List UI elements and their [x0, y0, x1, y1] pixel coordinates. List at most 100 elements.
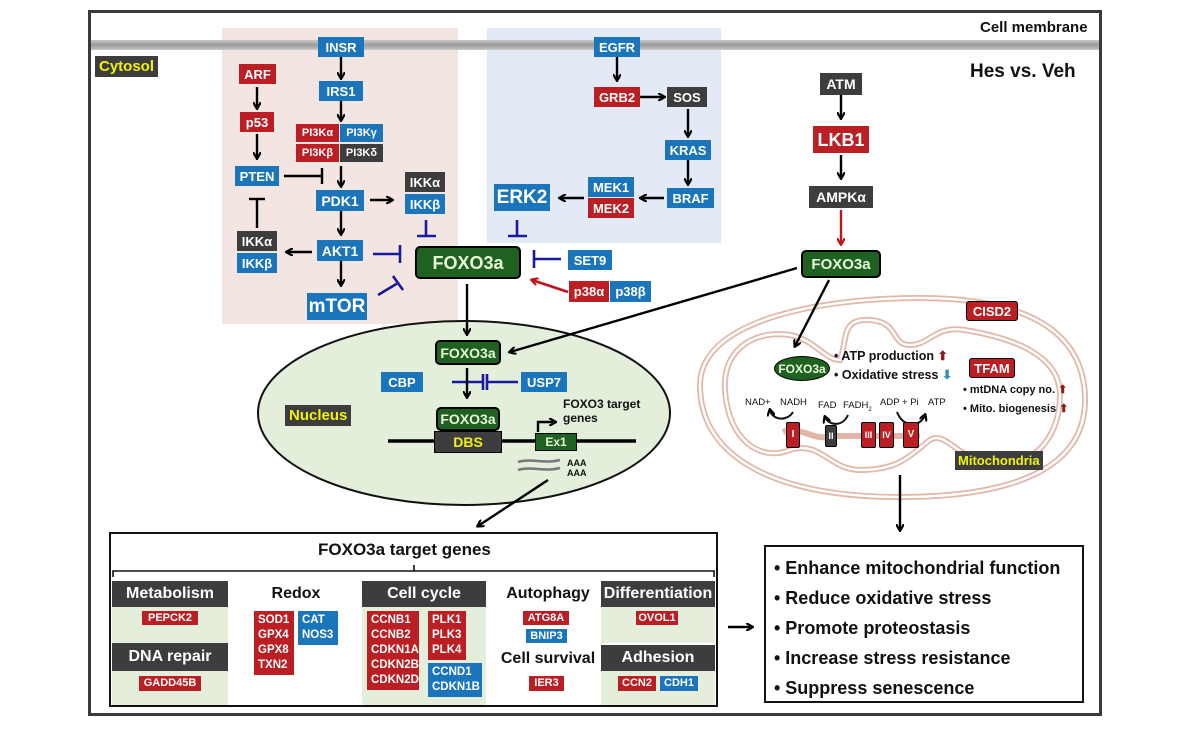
outcome-item: • Promote proteostasis	[774, 618, 971, 638]
up-arrow-icon: ⬆	[1058, 384, 1068, 396]
complex-i[interactable]: I	[786, 422, 800, 448]
node-cisd2[interactable]: CISD2	[966, 301, 1018, 321]
gene-ccn2[interactable]: CCN2	[618, 676, 656, 691]
node-pi3k-alpha[interactable]: PI3Kα	[296, 124, 339, 142]
complex-iii[interactable]: III	[861, 422, 876, 448]
node-braf[interactable]: BRAF	[667, 188, 714, 208]
gene-gadd45b[interactable]: GADD45B	[139, 676, 201, 691]
complex-v[interactable]: V	[903, 422, 919, 448]
gene-cdkn2b[interactable]: CDKN2B	[371, 659, 419, 671]
gene-cat[interactable]: CAT	[302, 614, 325, 626]
gene-gpx8[interactable]: GPX8	[258, 644, 289, 656]
fadh2-text: FADH	[843, 400, 869, 411]
atp-production-label: • ATP production	[834, 349, 934, 363]
comparison-label: Hes vs. Veh	[970, 61, 1076, 82]
oxidative-stress-label: • Oxidative stress	[834, 368, 939, 382]
node-ikk-alpha-left[interactable]: IKKα	[237, 231, 277, 251]
gene-cdkn1a[interactable]: CDKN1A	[371, 644, 419, 656]
node-pi3k-gamma[interactable]: PI3Kγ	[340, 124, 383, 142]
gene-cdkn1b[interactable]: CDKN1B	[432, 681, 480, 693]
node-foxo3a-cytosol[interactable]: FOXO3a	[415, 246, 521, 279]
gene-sod1[interactable]: SOD1	[258, 614, 290, 626]
node-foxo3a-nuclear[interactable]: FOXO3a	[435, 340, 501, 365]
outcome-item: • Increase stress resistance	[774, 648, 1011, 668]
node-irs1[interactable]: IRS1	[319, 81, 363, 101]
node-ikk-beta-right[interactable]: IKKβ	[405, 194, 445, 214]
node-p38-alpha[interactable]: p38α	[569, 281, 609, 302]
gene-pepck2[interactable]: PEPCK2	[142, 611, 198, 625]
node-usp7[interactable]: USP7	[521, 372, 567, 392]
node-ampk-alpha[interactable]: AMPKα	[809, 186, 873, 208]
outcomes-box: • Enhance mitochondrial function • Reduc…	[764, 545, 1084, 703]
arrow-ampk-foxo3a-nucleus	[510, 266, 798, 352]
gene-ier3[interactable]: IER3	[529, 676, 564, 691]
complex-ii[interactable]: II	[825, 425, 837, 447]
gene-ccnd1[interactable]: CCND1	[432, 666, 472, 678]
node-mtor[interactable]: mTOR	[307, 293, 367, 320]
node-cbp[interactable]: CBP	[381, 372, 423, 392]
target-genes-label-1: FOXO3 target	[563, 397, 641, 411]
node-lkb1[interactable]: LKB1	[813, 126, 869, 153]
node-egfr[interactable]: EGFR	[594, 37, 640, 57]
gene-cdh1[interactable]: CDH1	[660, 676, 698, 691]
category-autophagy: Autophagy	[506, 585, 590, 602]
target-bracket	[112, 565, 715, 577]
gene-ovol1[interactable]: OVOL1	[636, 611, 678, 625]
gene-plk1[interactable]: PLK1	[432, 614, 462, 626]
nucleus-label: Nucleus	[285, 405, 352, 426]
node-mek2[interactable]: MEK2	[588, 198, 634, 218]
gene-cdkn2d[interactable]: CDKN2D	[371, 674, 419, 686]
fadh2-subscript: 2	[868, 406, 872, 413]
nadh-curve	[770, 410, 794, 420]
node-sos[interactable]: SOS	[667, 87, 707, 107]
nadh-label: NADH	[780, 397, 807, 408]
node-p38-beta[interactable]: p38β	[610, 281, 651, 302]
category-differentiation: Differentiation	[601, 581, 715, 607]
node-foxo3a-ampk[interactable]: FOXO3a	[801, 250, 881, 278]
node-pten[interactable]: PTEN	[235, 166, 279, 186]
node-pi3k-beta[interactable]: PI3Kβ	[296, 144, 339, 162]
node-erk2[interactable]: ERK2	[494, 184, 550, 211]
node-atm[interactable]: ATM	[820, 73, 862, 95]
node-grb2[interactable]: GRB2	[594, 87, 640, 107]
arrow-foxo3a-mito	[795, 279, 831, 346]
node-ikk-alpha-right[interactable]: IKKα	[405, 172, 445, 192]
node-arf[interactable]: ARF	[239, 64, 276, 84]
category-cell-survival: Cell survival	[500, 650, 596, 667]
gene-plk4[interactable]: PLK4	[432, 644, 462, 656]
gene-ccnb1[interactable]: CCNB1	[371, 614, 411, 626]
node-insr[interactable]: INSR	[318, 37, 364, 57]
gene-gpx4[interactable]: GPX4	[258, 629, 289, 641]
nad-label: NAD+	[745, 397, 771, 408]
gene-nos3[interactable]: NOS3	[302, 629, 334, 641]
gene-txn2[interactable]: TXN2	[258, 659, 288, 671]
gene-ccnb2[interactable]: CCNB2	[371, 629, 411, 641]
node-dbs[interactable]: DBS	[434, 431, 502, 453]
gene-bnip3[interactable]: BNIP3	[526, 629, 567, 643]
node-set9[interactable]: SET9	[568, 250, 612, 270]
polya-2: AAA	[567, 468, 587, 478]
mtdna-label: • mtDNA copy no.	[963, 384, 1056, 396]
gene-plk3[interactable]: PLK3	[432, 629, 462, 641]
category-metabolism: Metabolism	[112, 581, 228, 607]
complex-iv[interactable]: IV	[879, 422, 894, 448]
gene-atg8a[interactable]: ATG8A	[523, 611, 569, 625]
target-genes-title: FOXO3a target genes	[318, 540, 491, 559]
node-p53[interactable]: p53	[240, 112, 274, 132]
node-pdk1[interactable]: PDK1	[316, 190, 364, 211]
node-pi3k-delta[interactable]: PI3Kδ	[340, 144, 383, 162]
arrow-p38-foxo3a	[532, 280, 569, 294]
fad-label: FAD	[818, 400, 837, 411]
node-ikk-beta-left[interactable]: IKKβ	[237, 253, 277, 273]
node-foxo3a-mito[interactable]: FOXO3a	[774, 356, 830, 381]
node-tfam[interactable]: TFAM	[969, 358, 1015, 378]
node-akt1[interactable]: AKT1	[317, 240, 363, 261]
node-foxo3a-bound[interactable]: FOXO3a	[436, 407, 500, 431]
node-ex1[interactable]: Ex1	[535, 433, 577, 451]
node-mek1[interactable]: MEK1	[588, 177, 634, 197]
inhibit-mtor-foxo3a	[377, 281, 399, 297]
tss-arrow	[536, 422, 555, 432]
outcome-item: • Enhance mitochondrial function	[774, 558, 1061, 578]
target-genes-label-2: genes	[563, 411, 598, 425]
node-kras[interactable]: KRAS	[665, 140, 711, 160]
